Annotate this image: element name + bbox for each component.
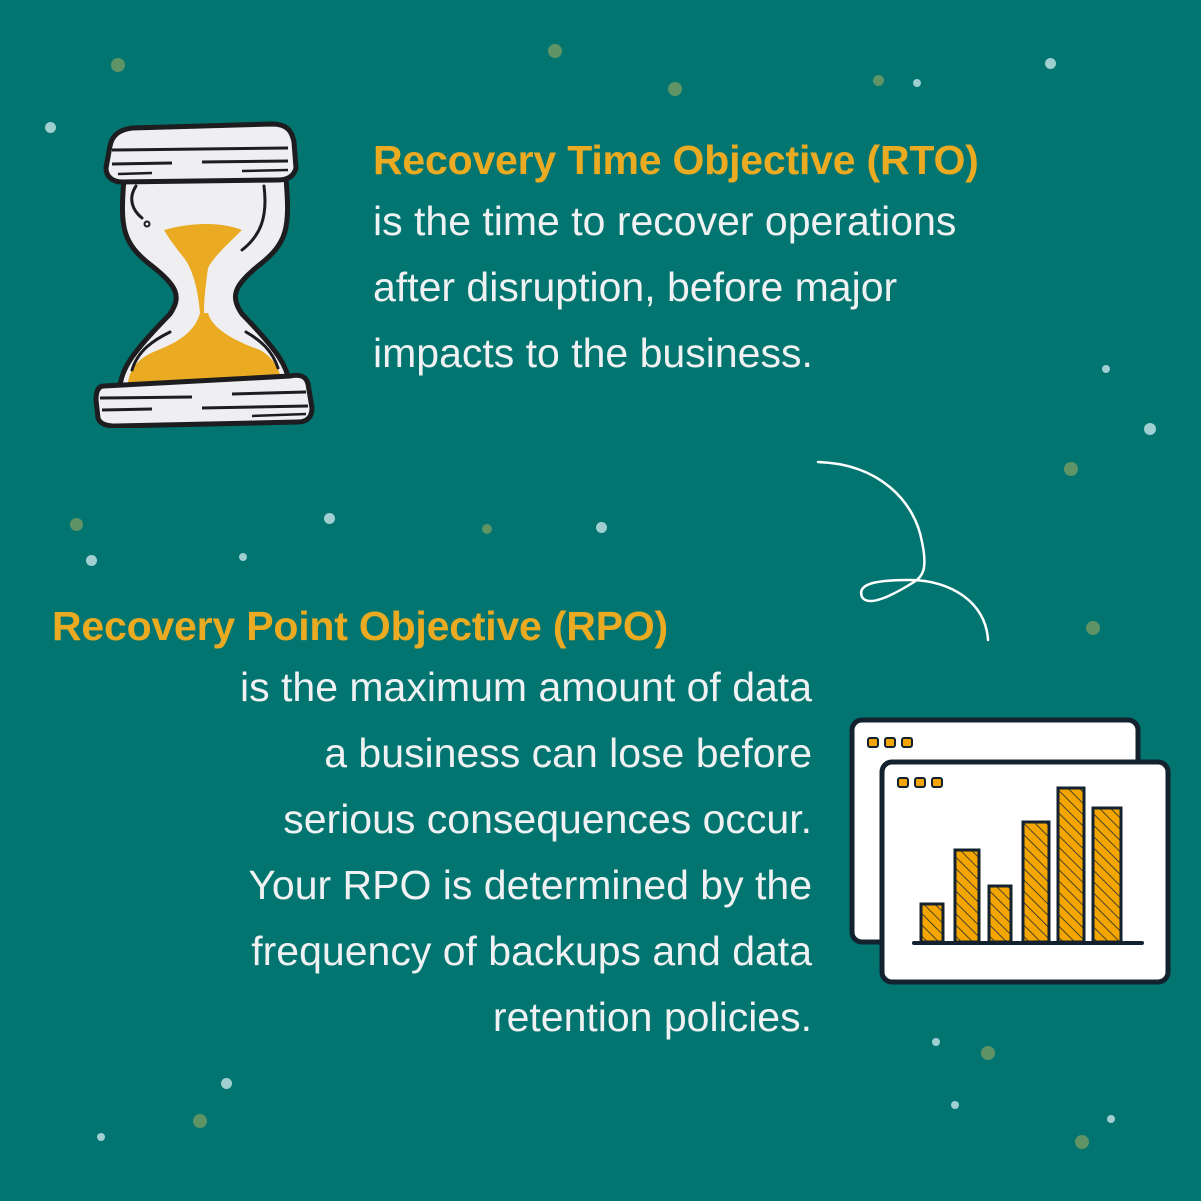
rpo-text-line: retention policies.: [492, 993, 812, 1040]
dot: [596, 522, 607, 533]
dot: [97, 1133, 105, 1141]
dot: [221, 1078, 232, 1089]
dot: [1144, 423, 1156, 435]
dot: [981, 1046, 995, 1060]
dot: [873, 75, 884, 86]
rpo-text-line: Your RPO is determined by the: [248, 861, 812, 908]
dot: [86, 555, 97, 566]
dot: [1075, 1135, 1089, 1149]
rto-text-line: after disruption, before major: [373, 263, 898, 310]
bar-chart-window-icon: [849, 717, 1171, 985]
dot: [951, 1101, 959, 1109]
dot: [1107, 1115, 1115, 1123]
dot: [324, 513, 335, 524]
rto-heading: Recovery Time Objective (RTO): [373, 137, 979, 183]
dot: [70, 518, 83, 531]
decorative-swirl-line: [816, 460, 990, 642]
rpo-text-line: is the maximum amount of data: [240, 663, 812, 710]
dot: [913, 79, 921, 87]
dot: [932, 1038, 940, 1046]
dot: [1045, 58, 1056, 69]
rto-section: Recovery Time Objective (RTO) is the tim…: [373, 137, 979, 386]
dot: [193, 1114, 207, 1128]
dot: [239, 553, 247, 561]
hourglass-icon: [93, 121, 315, 428]
dot: [482, 524, 492, 534]
rpo-text-line: a business can lose before: [324, 729, 812, 776]
dot: [1102, 365, 1110, 373]
dot: [111, 58, 125, 72]
rpo-text-line: frequency of backups and data: [251, 927, 812, 974]
rto-text-line: is the time to recover operations: [373, 197, 957, 244]
dot: [45, 122, 56, 133]
rpo-text-line: serious consequences occur.: [283, 795, 812, 842]
rpo-section: Recovery Point Objective (RPO) is the ma…: [52, 603, 812, 1050]
dot: [668, 82, 682, 96]
dot: [548, 44, 562, 58]
rpo-heading: Recovery Point Objective (RPO): [52, 603, 669, 649]
dot: [1086, 621, 1100, 635]
rto-text-line: impacts to the business.: [373, 329, 813, 376]
dot: [1064, 462, 1078, 476]
